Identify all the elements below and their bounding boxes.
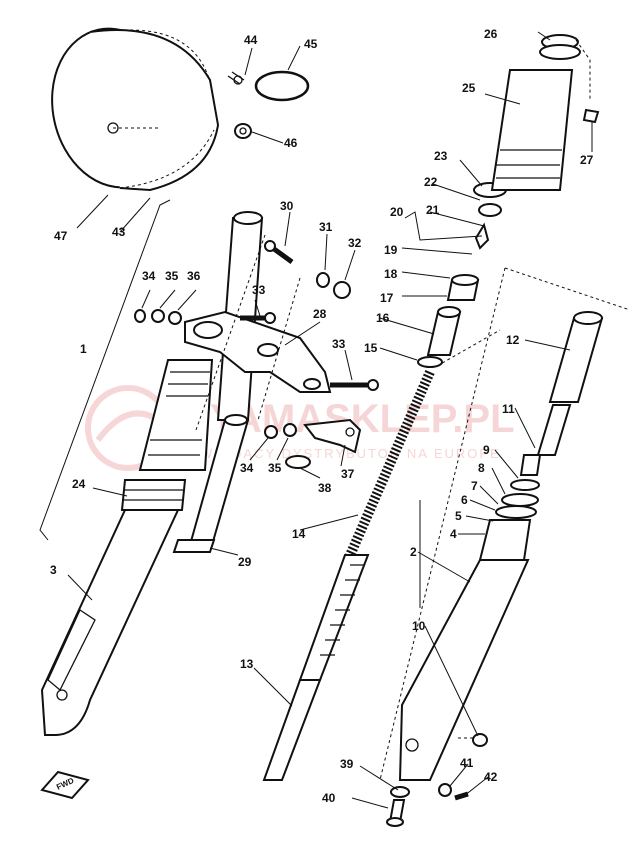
callout-numbers: 44 45 46 47 43 26 25 27 23 22 20 21 19 1… <box>50 27 594 805</box>
callout-2: 2 <box>410 545 417 559</box>
damper-rod <box>172 234 301 553</box>
callout-25: 25 <box>462 81 476 95</box>
callout-43: 43 <box>112 225 126 239</box>
callout-23: 23 <box>434 149 448 163</box>
callout-21: 21 <box>426 203 440 217</box>
callout-35-lower: 35 <box>268 461 282 475</box>
callout-34-upper: 34 <box>142 269 156 283</box>
callout-15: 15 <box>364 341 378 355</box>
leader-lines <box>67 31 593 809</box>
callout-28: 28 <box>313 307 327 321</box>
forward-direction-symbol: FWD <box>40 770 90 800</box>
watermark: YAMASKLEP.PL WIODĄCY DYSTRYBUTOR NA EURO… <box>85 385 515 471</box>
callout-22: 22 <box>424 175 438 189</box>
callout-9: 9 <box>483 443 490 457</box>
watermark-text: YAMASKLEP.PL <box>210 397 515 441</box>
callout-47: 47 <box>54 229 68 243</box>
callout-42: 42 <box>484 770 498 784</box>
callout-45: 45 <box>304 37 318 51</box>
callout-34-lower: 34 <box>240 461 254 475</box>
small-hardware <box>134 240 379 469</box>
callout-30: 30 <box>280 199 294 213</box>
callout-38: 38 <box>318 481 332 495</box>
callout-44: 44 <box>244 33 258 47</box>
callout-5: 5 <box>455 509 462 523</box>
callout-35-upper: 35 <box>165 269 179 283</box>
callout-19: 19 <box>384 243 398 257</box>
headlight-hardware <box>227 70 310 139</box>
fork-assembly-right <box>379 267 631 827</box>
callout-8: 8 <box>478 461 485 475</box>
callout-18: 18 <box>384 267 398 281</box>
callout-27: 27 <box>580 153 594 167</box>
callout-6: 6 <box>461 493 468 507</box>
callout-36: 36 <box>187 269 201 283</box>
callout-4: 4 <box>450 527 457 541</box>
callout-39: 39 <box>340 757 354 771</box>
callout-40: 40 <box>322 791 336 805</box>
callout-20: 20 <box>390 205 404 219</box>
fork-assembly-left <box>39 199 332 736</box>
fork-center-spring <box>262 329 501 781</box>
callout-24: 24 <box>72 477 86 491</box>
callout-46: 46 <box>284 136 298 150</box>
callout-32: 32 <box>348 236 362 250</box>
callout-33-upper: 33 <box>252 283 266 297</box>
callout-37: 37 <box>341 467 355 481</box>
callout-3: 3 <box>50 563 57 577</box>
callout-26: 26 <box>484 27 498 41</box>
callout-13: 13 <box>240 657 254 671</box>
callout-14: 14 <box>292 527 306 541</box>
callout-16: 16 <box>376 311 390 325</box>
callout-31: 31 <box>319 220 333 234</box>
top-boot <box>490 34 600 191</box>
callout-12: 12 <box>506 333 520 347</box>
callout-29: 29 <box>238 555 252 569</box>
callout-17: 17 <box>380 291 394 305</box>
callout-33-lower: 33 <box>332 337 346 351</box>
headlight-body <box>51 27 220 192</box>
callout-11: 11 <box>502 402 515 416</box>
watermark-subtext: WIODĄCY DYSTRYBUTOR NA EUROPE <box>200 446 501 461</box>
callout-1: 1 <box>80 342 87 356</box>
callout-7: 7 <box>471 479 478 493</box>
callout-41: 41 <box>460 756 474 770</box>
callout-10: 10 <box>412 619 426 633</box>
fork-center-cap <box>417 182 507 368</box>
